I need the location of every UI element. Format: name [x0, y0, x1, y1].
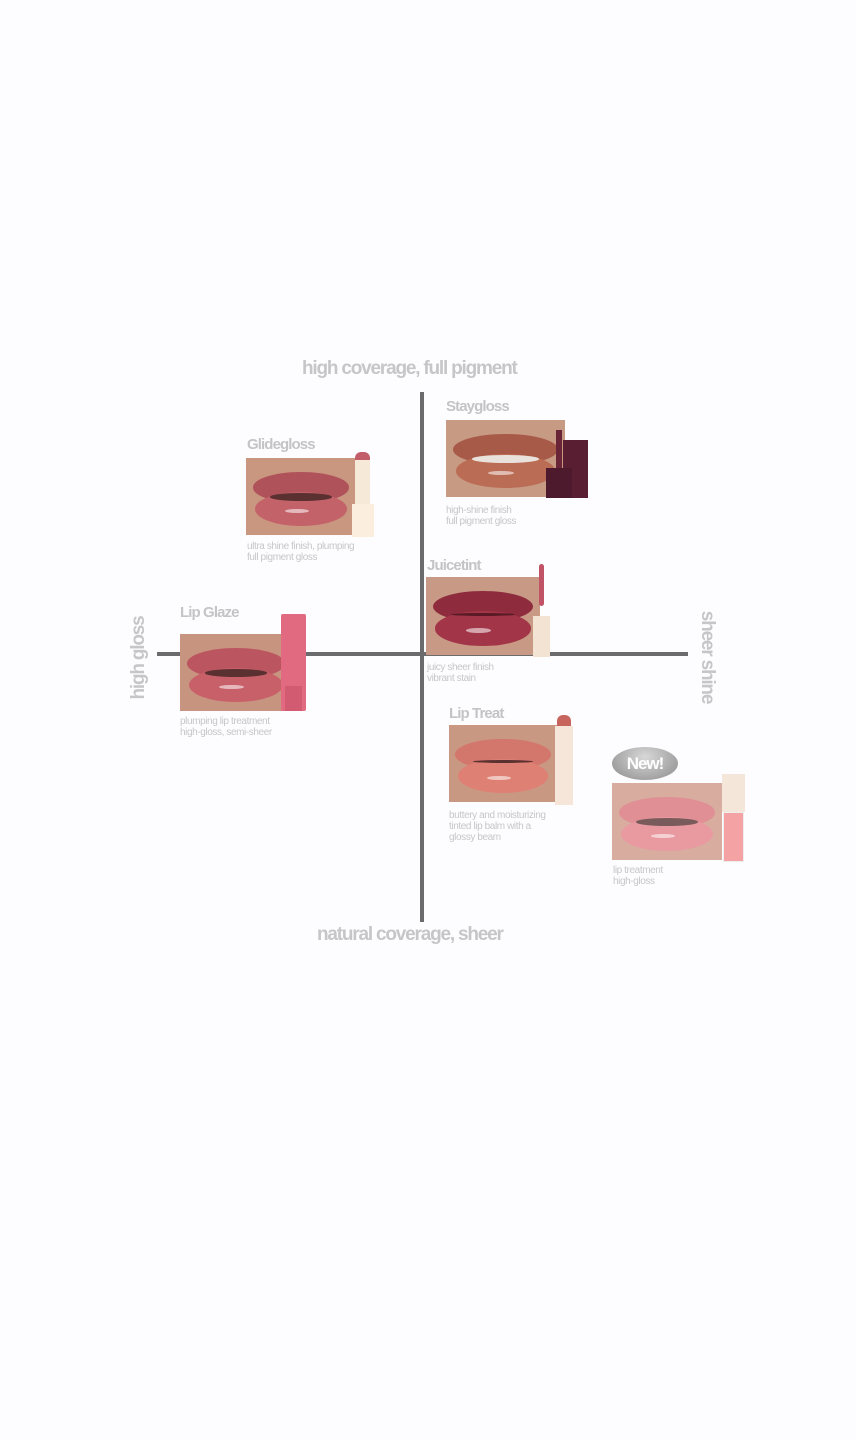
product-title-lipglaze: Lip Glaze	[180, 604, 239, 621]
axis-label-top: high coverage, full pigment	[302, 358, 518, 379]
product-title-juicetint: Juicetint	[427, 557, 481, 574]
glidegloss-stick-image	[352, 452, 374, 537]
staygloss-bottle-image	[546, 430, 590, 498]
axis-label-right: sheer shine	[697, 610, 718, 704]
lipglaze-tube-image	[281, 614, 306, 711]
product-title-staygloss: Staygloss	[446, 398, 510, 415]
axis-label-left: high gloss	[128, 616, 149, 700]
staygloss-lips-image	[446, 420, 565, 497]
product-title-glidegloss: Glidegloss	[247, 436, 316, 453]
liptreat-stick-image	[555, 715, 573, 805]
liptreat-lips-image	[449, 725, 557, 802]
horizontal-axis	[157, 652, 688, 656]
newproduct-lips-image	[612, 783, 722, 860]
axis-label-bottom: natural coverage, sheer	[317, 924, 504, 945]
product-title-liptreat: Lip Treat	[449, 705, 504, 722]
juicetint-wand-image	[532, 564, 551, 657]
lipglaze-lips-image	[180, 634, 292, 711]
glidegloss-lips-image	[246, 458, 356, 535]
newproduct-bottle-image	[722, 774, 745, 862]
new-badge: New!	[612, 747, 678, 780]
vertical-axis	[420, 392, 424, 922]
juicetint-lips-image	[426, 577, 540, 655]
